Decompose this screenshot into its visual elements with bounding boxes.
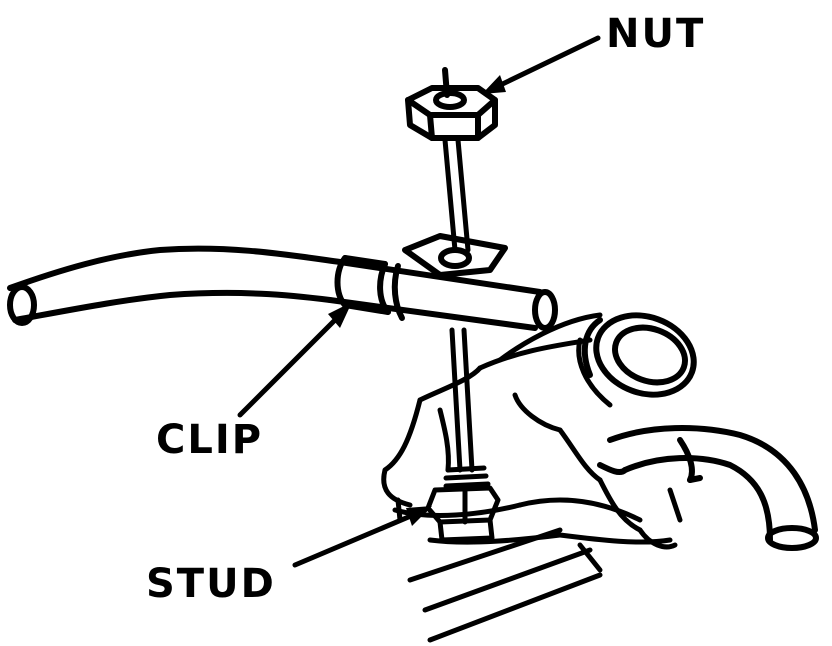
stud-label: STUD bbox=[146, 561, 276, 607]
stud-leader bbox=[292, 507, 428, 568]
stud bbox=[425, 137, 501, 543]
intake-port bbox=[581, 312, 697, 398]
clip-arrowhead bbox=[328, 302, 352, 328]
nut-arrowhead bbox=[482, 75, 506, 94]
nut-label: NUT bbox=[606, 11, 706, 57]
clip-leader bbox=[237, 307, 348, 418]
clip-label: CLIP bbox=[156, 417, 264, 463]
leader-arrows bbox=[237, 35, 601, 568]
stud-arrowhead bbox=[406, 506, 432, 526]
nut bbox=[405, 67, 498, 141]
clip bbox=[334, 233, 508, 321]
elbow-pipe bbox=[597, 425, 819, 551]
nut-leader bbox=[487, 35, 601, 93]
engine-manifold bbox=[381, 312, 683, 643]
fuel-line-tube bbox=[7, 245, 558, 331]
